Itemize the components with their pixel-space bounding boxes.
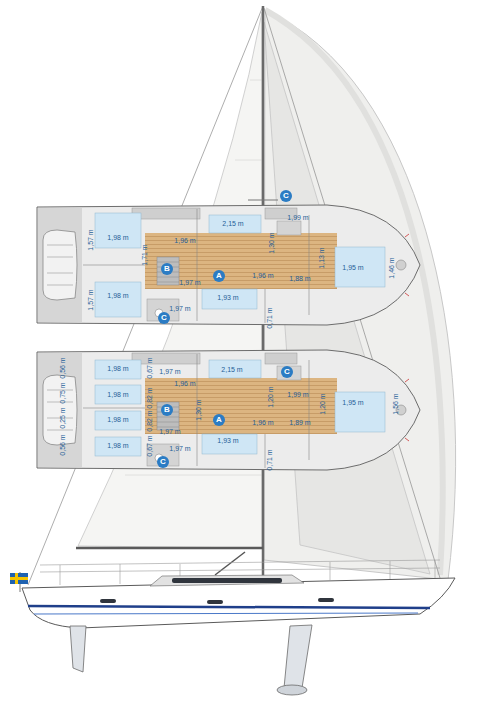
- dimension-label: 0,82 m: [146, 387, 154, 408]
- dimension-label: 0,56 m: [59, 434, 67, 455]
- dimension-label: 1,30 m: [268, 232, 276, 253]
- dimension-label: 1,98 m: [107, 391, 128, 399]
- callout-letter: A: [216, 272, 222, 280]
- callout-circle: B: [161, 263, 173, 275]
- dimension-label: 0,71 m: [266, 307, 274, 328]
- callout-circle: C: [158, 312, 170, 324]
- dimension-label: 1,97 m: [169, 305, 190, 313]
- callout-circle: B: [161, 404, 173, 416]
- callout-letter: C: [283, 192, 289, 200]
- dimension-label: 1,97 m: [159, 368, 180, 376]
- dimension-label: 1,30 m: [195, 399, 203, 420]
- callout-letter: B: [164, 406, 170, 414]
- dimension-label: 0,75 m: [59, 382, 67, 403]
- dimension-label: 1,97 m: [169, 445, 190, 453]
- dimension-label: 1,89 m: [289, 419, 310, 427]
- dimension-label: 2,15 m: [222, 220, 243, 228]
- dimension-label: 1,20 m: [267, 386, 275, 407]
- dimension-label: 1,95 m: [342, 264, 363, 272]
- dimension-label: 1,98 m: [107, 416, 128, 424]
- callout-circle: C: [281, 366, 293, 378]
- dimension-label: 0,25 m: [59, 407, 67, 428]
- callout-letter: C: [160, 458, 166, 466]
- dimension-label: 1,98 m: [107, 365, 128, 373]
- dimension-label: 0,71 m: [266, 449, 274, 470]
- dimension-label: 1,96 m: [174, 380, 195, 388]
- dimension-label: 1,88 m: [289, 275, 310, 283]
- dimension-label: 1,13 m: [318, 247, 326, 268]
- dimension-label: 1,56 m: [392, 393, 400, 414]
- dimension-label: 1,96 m: [252, 419, 273, 427]
- dimension-label: 1,95 m: [342, 399, 363, 407]
- dimension-label: 0,56 m: [59, 357, 67, 378]
- callout-letter: C: [284, 368, 290, 376]
- dimension-label: 1,46 m: [388, 257, 396, 278]
- dimension-label: 1,97 m: [179, 279, 200, 287]
- callout-circle: A: [213, 270, 225, 282]
- dimension-label: 1,98 m: [107, 442, 128, 450]
- dimension-label: 1,93 m: [217, 294, 238, 302]
- callout-letter: B: [164, 265, 170, 273]
- dimension-label: 0,82 m: [146, 410, 154, 431]
- callout-circle: C: [280, 190, 292, 202]
- dimension-label: 2,15 m: [221, 366, 242, 374]
- dimension-label: 1,98 m: [107, 292, 128, 300]
- dimension-label: 1,99 m: [287, 391, 308, 399]
- dimension-label: 1,99 m: [287, 214, 308, 222]
- dimension-label: 0,67 m: [146, 435, 154, 456]
- dimension-label: 1,20 m: [319, 393, 327, 414]
- dimension-label: 1,93 m: [217, 437, 238, 445]
- callout-letter: A: [216, 416, 222, 424]
- dimension-label: 1,57 m: [87, 229, 95, 250]
- dimension-label: 0,67 m: [146, 357, 154, 378]
- dimension-label: 1,96 m: [252, 272, 273, 280]
- dimension-label: 1,71 m: [141, 244, 149, 265]
- dimension-label: 1,57 m: [87, 289, 95, 310]
- dimension-label: 1,98 m: [107, 234, 128, 242]
- dimension-label: 1,97 m: [159, 428, 180, 436]
- callout-letter: C: [161, 314, 167, 322]
- callout-circle: A: [213, 414, 225, 426]
- callout-circle: C: [157, 456, 169, 468]
- dimension-label: 1,96 m: [174, 237, 195, 245]
